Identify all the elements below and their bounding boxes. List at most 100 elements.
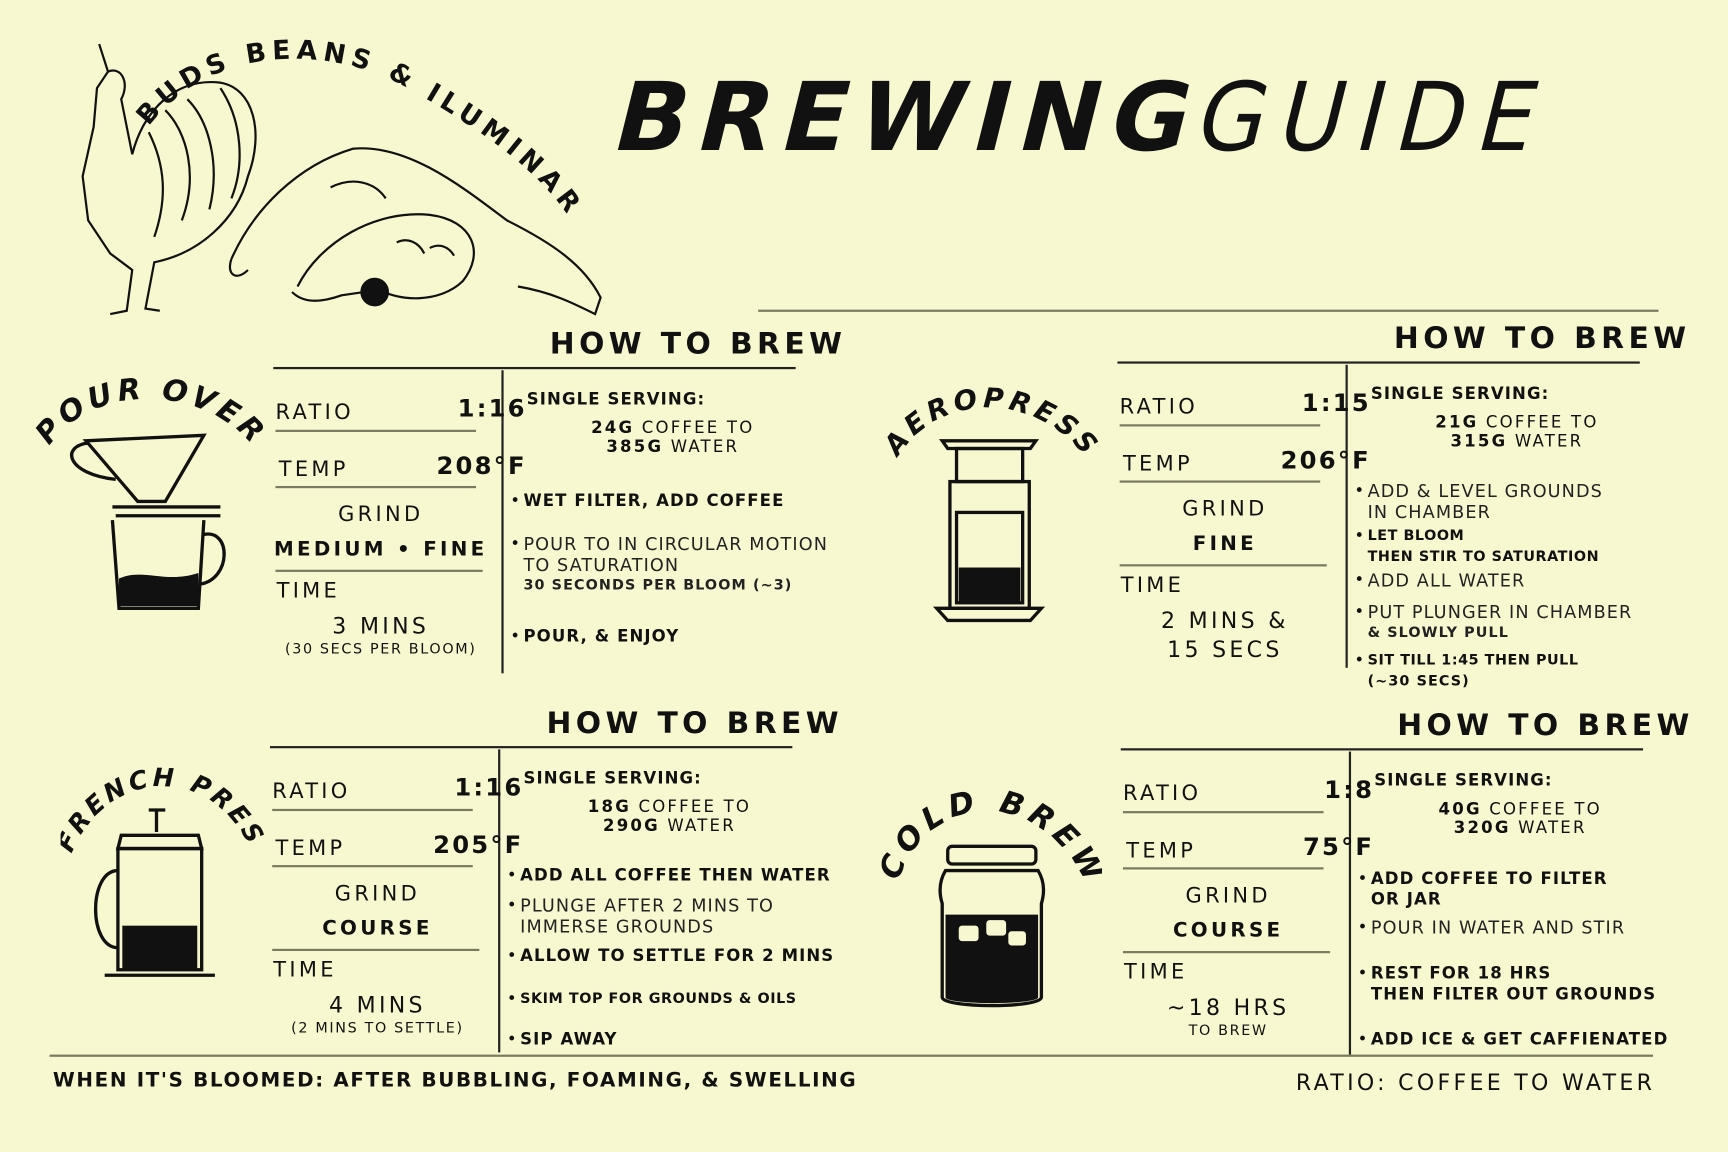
- bullet-icon: •: [1354, 601, 1366, 622]
- coffee-text: COFFEE TO: [1489, 798, 1602, 819]
- step-text-main: ADD ICE & GET CAFFIENATED: [1370, 1029, 1669, 1050]
- brew-step: •POUR IN WATER AND STIR: [1358, 917, 1722, 938]
- time-value: ~18 HRS: [1166, 994, 1290, 1021]
- bullet-icon: •: [506, 1029, 518, 1050]
- temp-value: 206°F: [1280, 447, 1371, 475]
- rule: [275, 429, 477, 432]
- pour-over-dripper-icon: [70, 433, 226, 610]
- column-divider: [498, 749, 501, 1053]
- coffee-text: COFFEE TO: [1485, 412, 1599, 432]
- bullet-icon: •: [510, 533, 522, 554]
- coffee-amount: 21G COFFEE TO: [1371, 413, 1663, 432]
- time-label: TIME: [273, 957, 337, 982]
- brew-step: •SIP AWAY: [507, 1029, 871, 1050]
- step-subtext: & SLOWLY PULL: [1367, 624, 1509, 642]
- ratio-note: RATIO: COFFEE TO WATER: [1295, 1068, 1656, 1096]
- rule: [275, 485, 477, 489]
- step-text-main: POUR IN WATER AND STIR: [1370, 916, 1626, 938]
- method-label-cold-brew: COLD BREW: [882, 783, 1102, 892]
- temp-value: 208°F: [436, 452, 527, 481]
- rule: [275, 569, 483, 572]
- bullet-icon: •: [506, 945, 518, 966]
- how-to-brew-heading: HOW TO BREW: [1393, 321, 1691, 356]
- grind-value: COURSE: [1172, 919, 1284, 943]
- ratio-label: RATIO: [1119, 394, 1199, 419]
- ratio-value: 1:16: [454, 774, 524, 803]
- water-amount: 320G WATER: [1374, 818, 1666, 838]
- rooster-icon: [81, 43, 257, 316]
- bullet-icon: •: [510, 490, 522, 511]
- brew-step: •ADD & LEVEL GROUNDS IN CHAMBER: [1354, 480, 1718, 522]
- coffee-amount: 18G COFFEE TO: [523, 796, 815, 817]
- ratio-value: 1:15: [1301, 390, 1371, 418]
- water-text: WATER: [670, 436, 740, 457]
- step-text: LET BLOOM THEN STIR TO SATURATION: [1368, 526, 1600, 568]
- bullet-icon: •: [1357, 916, 1369, 937]
- brew-step: •SKIM TOP FOR GROUNDS & OILS: [507, 988, 871, 1009]
- column-divider: [501, 370, 504, 674]
- logo-rooster-sloth-illustration: BUDS BEANS & ILUMINAR: [81, 34, 602, 316]
- grind-label: GRIND: [334, 881, 421, 906]
- temp-value: 205°F: [433, 832, 524, 860]
- step-text-main: ADD ALL WATER: [1367, 569, 1526, 591]
- logo-text: BUDS BEANS & ILUMINAR: [130, 34, 589, 222]
- bloom-note: WHEN IT'S BLOOMED: AFTER BUBBLING, FOAMI…: [52, 1068, 858, 1093]
- time-value: 4 MINS: [328, 991, 426, 1019]
- rule: [272, 808, 473, 812]
- ratio-label: RATIO: [272, 779, 351, 804]
- ratio-label: RATIO: [275, 400, 354, 425]
- bullet-icon: •: [506, 894, 518, 915]
- rule: [1122, 811, 1324, 814]
- time-note: TO BREW: [1188, 1022, 1268, 1040]
- brew-step: •SIT TILL 1:45 THEN PULL(~30 SECS): [1354, 650, 1718, 692]
- step-text-main: ADD & LEVEL GROUNDS IN CHAMBER: [1367, 480, 1603, 523]
- coffee-fill-icon: [119, 573, 199, 607]
- rule: [1122, 951, 1331, 954]
- water-grams: 315G: [1450, 430, 1508, 451]
- time-label: TIME: [276, 578, 341, 603]
- how-to-brew-heading: HOW TO BREW: [546, 706, 844, 741]
- step-text-main: ADD COFFEE TO FILTER OR JAR: [1370, 868, 1608, 910]
- coffee-amount: 24G COFFEE TO: [527, 417, 819, 438]
- bullet-icon: •: [506, 988, 518, 1009]
- coffee-grams: 40G: [1438, 798, 1482, 819]
- coffee-grams: 21G: [1435, 412, 1479, 432]
- rule: [1119, 480, 1321, 483]
- step-text: ADD ALL COFFEE THEN WATER: [520, 865, 831, 886]
- single-serving-label: SINGLE SERVING:: [526, 389, 706, 409]
- brew-step: •ADD ALL COFFEE THEN WATER: [507, 865, 871, 886]
- water-amount: 290G WATER: [523, 815, 815, 836]
- step-text: ADD ALL WATER: [1368, 570, 1526, 591]
- french-press-illustration: FRENCH PRESS: [61, 749, 268, 977]
- water-grams: 290G: [603, 815, 660, 836]
- step-text-main: WET FILTER, ADD COFFEE: [523, 490, 785, 511]
- grind-label: GRIND: [1185, 883, 1271, 909]
- step-subtext: 30 SECONDS PER BLOOM (~3): [523, 577, 793, 594]
- coffee-text: COFFEE TO: [638, 796, 752, 817]
- coffee-text: COFFEE TO: [641, 417, 755, 438]
- how-to-brew-heading: HOW TO BREW: [1397, 708, 1694, 743]
- heading-underline: [273, 366, 796, 370]
- ratio-label: RATIO: [1122, 781, 1202, 806]
- step-text: SKIM TOP FOR GROUNDS & OILS: [520, 988, 797, 1009]
- step-text: POUR IN WATER AND STIR: [1371, 917, 1625, 938]
- time-value: 3 MINS: [332, 612, 430, 640]
- rule: [1119, 564, 1327, 567]
- how-to-brew-heading: HOW TO BREW: [549, 327, 847, 362]
- bullet-icon: •: [1354, 480, 1366, 501]
- method-label-aeropress: AEROPRESS: [882, 382, 1102, 463]
- water-text: WATER: [667, 815, 736, 836]
- step-text-main: PUT PLUNGER IN CHAMBER: [1367, 601, 1633, 623]
- rule: [1119, 424, 1321, 427]
- bullet-icon: •: [1357, 1029, 1369, 1050]
- bottom-divider: [49, 1054, 1654, 1057]
- grind-value: FINE: [1192, 532, 1258, 556]
- brew-step: •ADD ICE & GET CAFFIENATED: [1358, 1029, 1722, 1050]
- time-note: (2 MINS TO SETTLE): [291, 1020, 464, 1037]
- bullet-icon: •: [1357, 868, 1369, 889]
- water-amount: 315G WATER: [1371, 430, 1663, 451]
- step-text: POUR TO IN CIRCULAR MOTION TO SATURATION…: [523, 533, 828, 596]
- title-brewing: BREWING: [603, 62, 1215, 174]
